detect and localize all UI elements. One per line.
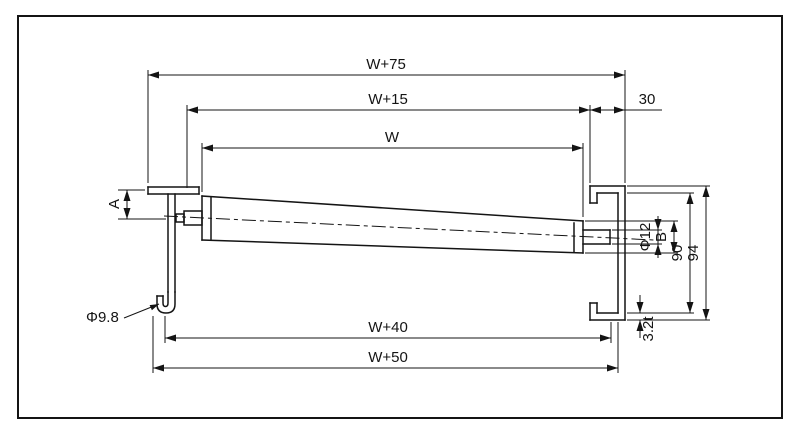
dimension-lines: [118, 70, 710, 373]
dim-label-94: 94: [685, 245, 702, 262]
dimension-arrowheads: [123, 71, 710, 372]
dim-label-phi-9-8: Φ9.8: [86, 309, 119, 326]
left-frame-profile: [147, 186, 200, 314]
border-frame: [17, 15, 783, 419]
dim-label-w-plus-15: W+15: [368, 91, 408, 108]
dim-label-w-plus-40: W+40: [368, 319, 408, 336]
left-shaft-pin: [175, 213, 185, 223]
dim-label-b: B: [653, 232, 670, 242]
roller-body: [175, 195, 611, 254]
dim-label-w: W: [385, 129, 400, 146]
dim-label-w-plus-75: W+75: [366, 56, 406, 73]
dim-label-30: 30: [639, 91, 656, 108]
dim-label-3-2t: 3.2t: [640, 316, 657, 342]
dim-label-90: 90: [669, 245, 686, 262]
roller-center-line: [163, 215, 655, 241]
hook-inner: [162, 291, 169, 308]
hook-outer: [156, 291, 176, 314]
dim-label-w-plus-50: W+50: [368, 349, 408, 366]
dim-label-a: A: [106, 199, 123, 209]
dim-label-phi-12: Φ12: [637, 223, 654, 252]
dimension-labels: W+75 W+15 30 W W+40 W+50 A Φ12 B 90 94 3…: [86, 56, 702, 366]
